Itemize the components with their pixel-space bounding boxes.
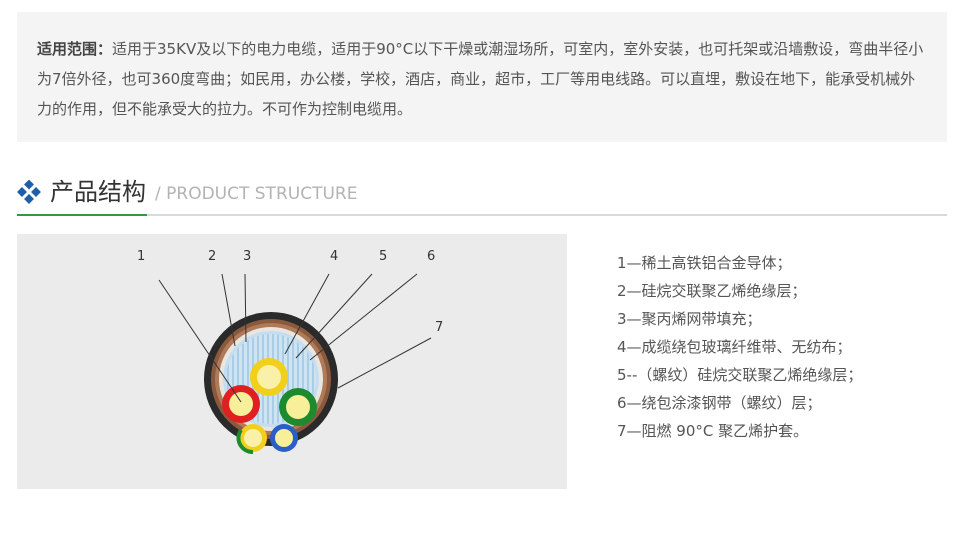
diagram-label-1: 1 (137, 249, 145, 264)
core-small-yellow-conductor (244, 429, 262, 447)
legend-item: 1—稀土高铁铝合金导体； (617, 254, 792, 272)
diagram-label-5: 5 (379, 249, 387, 264)
legend-item: 3—聚丙烯网带填充； (617, 310, 762, 328)
scope-label: 适用范围： (37, 40, 113, 58)
section-subtitle: / PRODUCT STRUCTURE (155, 184, 358, 204)
structure-legend: 1—稀土高铁铝合金导体； 2—硅烷交联聚乙烯绝缘层； 3—聚丙烯网带填充； 4—… (617, 249, 937, 445)
legend-item: 2—硅烷交联聚乙烯绝缘层； (617, 282, 807, 300)
cable-structure-diagram: 1 2 3 4 5 6 7 (17, 234, 567, 489)
legend-item: 4—成缆绕包玻璃纤维带、无纺布； (617, 338, 852, 356)
diagram-label-4: 4 (330, 249, 338, 264)
diagram-label-6: 6 (427, 249, 435, 264)
section-title: 产品结构 (50, 178, 146, 206)
diagram-label-3: 3 (243, 249, 251, 264)
legend-item: 5--（螺纹）硅烷交联聚乙烯绝缘层； (617, 366, 863, 384)
cable-cross-section: 1 2 3 4 5 6 7 (137, 249, 443, 454)
core-yellow-green-stripe (236, 428, 254, 454)
core-yellow-conductor (257, 365, 281, 389)
core-green-conductor (286, 395, 310, 419)
title-accent-underline (17, 214, 147, 216)
diagram-label-7: 7 (435, 320, 443, 335)
section-header: 产品结构 / PRODUCT STRUCTURE (17, 172, 947, 216)
leader-lines (158, 273, 432, 403)
legend-item: 6—绕包涂漆钢带（螺纹）层； (617, 394, 822, 412)
application-scope-box: 适用范围：适用于35KV及以下的电力电缆，适用于90°C以下干燥或潮湿场所，可室… (17, 12, 947, 142)
core-blue-conductor (275, 429, 293, 447)
scope-text: 适用于35KV及以下的电力电缆，适用于90°C以下干燥或潮湿场所，可室内，室外安… (37, 40, 924, 118)
diamond-cluster-icon (17, 180, 41, 204)
legend-item: 7—阻燃 90°C 聚乙烯护套。 (617, 422, 809, 440)
diagram-label-2: 2 (208, 249, 216, 264)
core-red-conductor (229, 392, 253, 416)
